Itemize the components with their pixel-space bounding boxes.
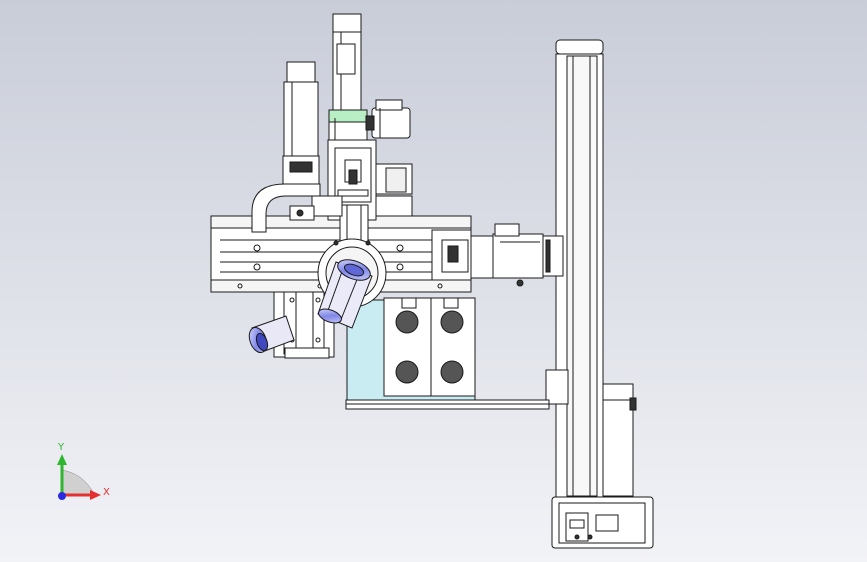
z-axis-carriage[interactable] — [289, 139, 413, 256]
x-axis-label: X — [103, 487, 110, 498]
top-vertical-motor[interactable] — [328, 13, 368, 141]
vertical-column[interactable] — [545, 39, 654, 549]
fixture-hole — [440, 360, 464, 384]
fixture-hole — [395, 360, 419, 384]
support-arm[interactable] — [345, 399, 550, 410]
side-camera[interactable] — [246, 315, 295, 355]
coordinate-triad — [57, 454, 101, 500]
main-camera[interactable] — [317, 256, 373, 329]
left-vertical-motor[interactable] — [282, 61, 320, 185]
y-axis-label: Y — [58, 442, 65, 453]
horizontal-servo-motor[interactable] — [470, 223, 564, 287]
fixture-plate[interactable] — [346, 297, 476, 401]
fixture-hole — [440, 310, 464, 334]
z-axis-dot — [58, 492, 66, 500]
rotary-encoder[interactable] — [365, 99, 411, 139]
fixture-hole — [395, 310, 419, 334]
